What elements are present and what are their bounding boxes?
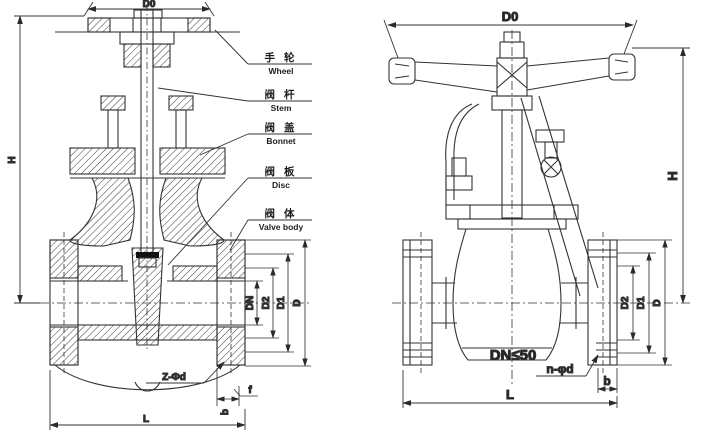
left-sectional-view: D0 H — [6, 0, 312, 430]
right-d0-label: D0 — [502, 9, 519, 24]
right-bolt-holes-label: n-φd — [546, 362, 573, 376]
callout-disc-en: Disc — [272, 180, 290, 190]
right-bolt-holes-callout — [536, 354, 599, 377]
callout-disc-cn: 阀 板 — [265, 165, 298, 178]
right-yoke-stem — [445, 95, 599, 297]
left-l-label: L — [143, 414, 149, 425]
right-dims-diameters — [617, 239, 672, 366]
left-dn-label: DN — [245, 296, 256, 310]
callout-wheel-en: Wheel — [268, 66, 293, 76]
left-gland — [119, 31, 175, 68]
callout-stem-en: Stem — [271, 103, 292, 113]
right-dim-l — [402, 370, 618, 408]
left-dims-diameters — [245, 239, 311, 367]
left-bolt-holes-callout — [146, 361, 225, 384]
right-d-label: D — [652, 299, 663, 306]
left-disc — [131, 247, 164, 346]
left-body-neck — [69, 177, 225, 247]
callout-bonnet-cn: 阀 盖 — [265, 121, 298, 134]
callout-valve-body-en: Valve body — [259, 222, 304, 232]
right-dim-d0 — [383, 19, 638, 59]
right-b-label: b — [603, 374, 610, 388]
left-bonnet — [69, 147, 226, 179]
left-d-label: D — [292, 299, 303, 306]
right-d2-label: D2 — [620, 296, 631, 309]
callout-bonnet-en: Bonnet — [266, 136, 295, 146]
right-d1-label: D1 — [636, 296, 647, 309]
left-dim-b-f — [216, 368, 258, 406]
left-dim-h — [14, 15, 84, 304]
left-handwheel — [55, 9, 240, 33]
right-outline-view: D0 — [383, 8, 692, 408]
left-f-label: f — [248, 385, 252, 396]
left-h-label: H — [7, 156, 18, 163]
left-dim-l — [49, 370, 246, 430]
left-callouts — [157, 29, 312, 266]
left-dim-d0 — [83, 1, 215, 17]
callout-wheel-cn: 手 轮 — [265, 51, 298, 64]
right-body — [392, 30, 692, 385]
right-h-label: H — [665, 171, 680, 180]
left-d0-label: D0 — [143, 0, 156, 10]
callout-stem-cn: 阀 杆 — [265, 88, 298, 101]
left-eyebolts — [100, 95, 194, 149]
left-bolt-holes-label: Z-Φd — [162, 372, 186, 383]
right-l-label: L — [506, 387, 514, 402]
right-dim-b — [597, 368, 618, 393]
left-callout-labels: 手 轮 Wheel 阀 杆 Stem 阀 盖 Bonnet 阀 板 Disc 阀… — [259, 51, 304, 232]
left-b-label: b — [220, 409, 231, 415]
right-dim-h — [632, 47, 690, 304]
left-d2-label: D2 — [261, 296, 272, 309]
left-d1-label: D1 — [276, 296, 287, 309]
right-size-note: DN≤50 — [490, 347, 537, 364]
callout-valve-body-cn: 阀 体 — [265, 207, 298, 220]
